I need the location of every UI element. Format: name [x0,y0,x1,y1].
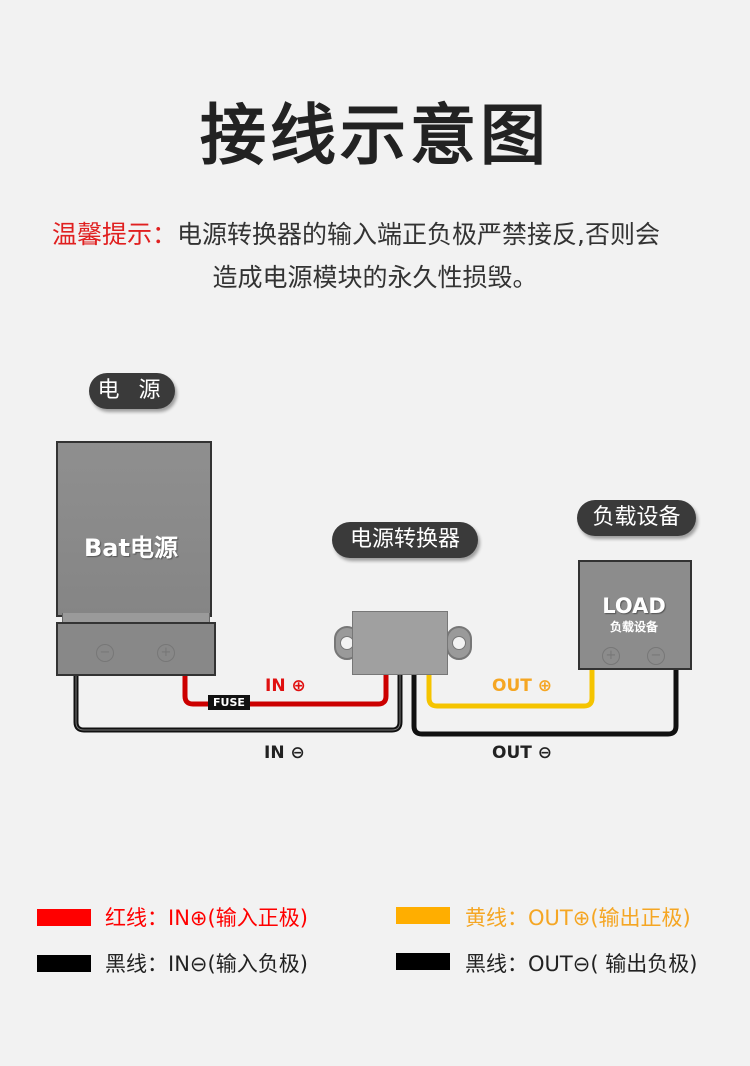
battery-strip [62,613,210,622]
mount-hole-icon [452,636,466,650]
battery-tag: 电 源 [89,373,175,409]
load-body [578,560,692,670]
battery-label: Bat电源 [84,534,178,562]
warning-tip: 温馨提示：电源转换器的输入端正负极严禁接反,否则会 [52,212,732,258]
legend-swatch-black-in [37,955,91,972]
legend-black-in: 黑线：IN⊖(输入负极) [105,952,308,976]
legend-yellow: 黄线：OUT⊕(输出正极) [465,906,691,930]
legend-black-out: 黑线：OUT⊖( 输出负极) [465,952,698,976]
label-out-positive: OUT ⊕ [492,676,553,696]
battery-minus-icon: − [96,644,114,662]
page-title: 接线示意图 [200,97,550,174]
label-out-negative: OUT ⊖ [492,743,553,763]
tip-line2: 造成电源模块的永久性损毁。 [212,263,538,292]
load-sublabel: 负载设备 [609,620,658,634]
converter-body [352,611,448,675]
converter-mount-right [446,626,472,660]
label-in-positive: IN ⊕ [265,676,306,696]
battery-plus-icon: + [157,644,175,662]
wire-out-negative [411,660,679,737]
load-minus-icon: − [647,647,665,665]
load-plus-icon: + [602,647,620,665]
load-label: LOAD [602,594,666,618]
wire-in-positive [182,652,389,707]
legend-swatch-red [37,909,91,926]
wire-in-negative-highlight [75,656,401,731]
battery-base [56,622,216,676]
tip-prefix: 温馨提示： [52,220,178,249]
legend-swatch-black-out [396,953,450,970]
tip-line1: 电源转换器的输入端正负极严禁接反,否则会 [177,220,660,249]
converter-tag: 电源转换器 [332,522,478,558]
load-tag: 负载设备 [577,500,696,536]
label-in-negative: IN ⊖ [264,743,305,763]
legend-swatch-yellow [396,907,450,924]
fuse-label: FUSE [208,695,250,710]
battery-body [56,441,212,617]
wire-out-positive [426,660,595,709]
legend-red: 红线：IN⊕(输入正极) [105,906,308,930]
